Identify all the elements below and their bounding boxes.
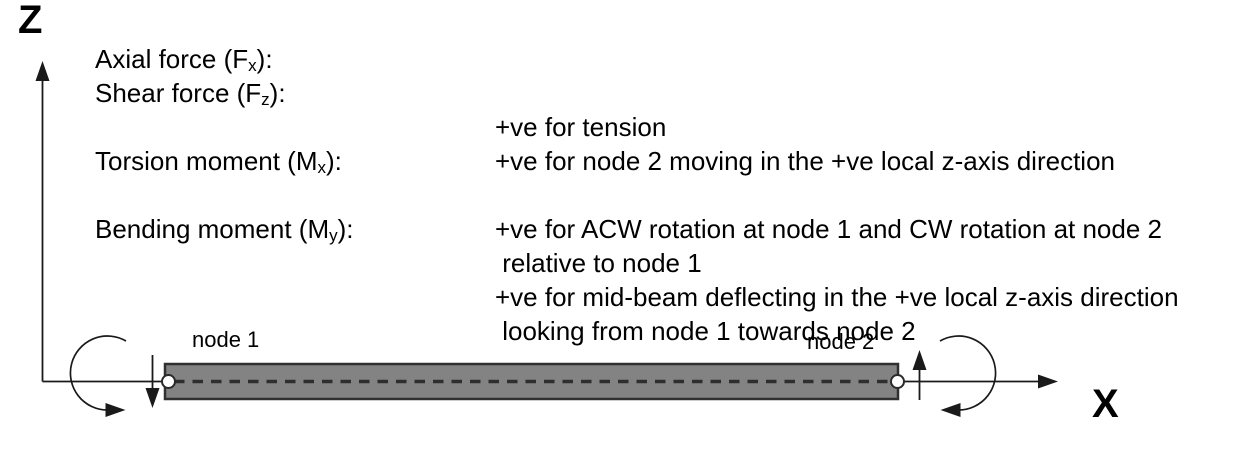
term-subscript: y bbox=[329, 226, 338, 245]
term-text: Shear force (F bbox=[95, 78, 262, 108]
node2-label: node 2 bbox=[807, 329, 875, 354]
node2-pin bbox=[890, 374, 905, 389]
desc-line: +ve for tension bbox=[495, 112, 667, 142]
legend-term-torsion-moment: Torsion moment (Mx): bbox=[95, 144, 342, 185]
node1-pin bbox=[161, 374, 176, 389]
sign-convention-legend: Axial force (Fx): +ve for tension Shear … bbox=[95, 42, 1179, 346]
legend-desc-axial-force: +ve for tension bbox=[495, 42, 666, 212]
desc-line: +ve for mid-beam deflecting in the +ve l… bbox=[495, 282, 1179, 312]
node1-label: node 1 bbox=[192, 327, 260, 352]
legend-desc-shear-force: +ve for node 2 moving in the +ve local z… bbox=[495, 76, 1115, 348]
desc-line: relative to node 1 bbox=[495, 248, 702, 278]
legend-desc-torsion-moment: +ve for ACW rotation at node 1 and CW ro… bbox=[495, 144, 1162, 416]
term-text: ): bbox=[337, 214, 354, 244]
legend-desc-bending-moment: +ve for mid-beam deflecting in the +ve l… bbox=[495, 212, 1179, 382]
desc-line: +ve for ACW rotation at node 1 and CW ro… bbox=[495, 214, 1162, 244]
term-text: ): bbox=[269, 78, 286, 108]
desc-line: +ve for node 2 moving in the +ve local z… bbox=[495, 146, 1116, 176]
term-text: Axial force (F bbox=[95, 44, 249, 74]
term-subscript: z bbox=[261, 90, 270, 109]
term-text: Torsion moment (M bbox=[95, 146, 318, 176]
term-subscript: x bbox=[317, 158, 327, 177]
torsion-arrow-node1 bbox=[69, 335, 127, 418]
desc-line: looking from node 1 towards node 2 bbox=[495, 316, 916, 346]
term-text: Bending moment (M bbox=[95, 214, 330, 244]
term-text: ): bbox=[326, 146, 342, 176]
legend-term-axial-force: Axial force (Fx): bbox=[95, 42, 273, 83]
legend-term-bending-moment: Bending moment (My): bbox=[95, 212, 354, 253]
term-text: ): bbox=[256, 44, 273, 74]
torsion-arrow-node2 bbox=[939, 335, 997, 418]
legend-term-shear-force: Shear force (Fz): bbox=[95, 76, 286, 117]
term-subscript: x bbox=[248, 56, 257, 75]
z-axis-label: Z bbox=[18, 0, 43, 42]
x-axis-label: X bbox=[1092, 382, 1119, 426]
